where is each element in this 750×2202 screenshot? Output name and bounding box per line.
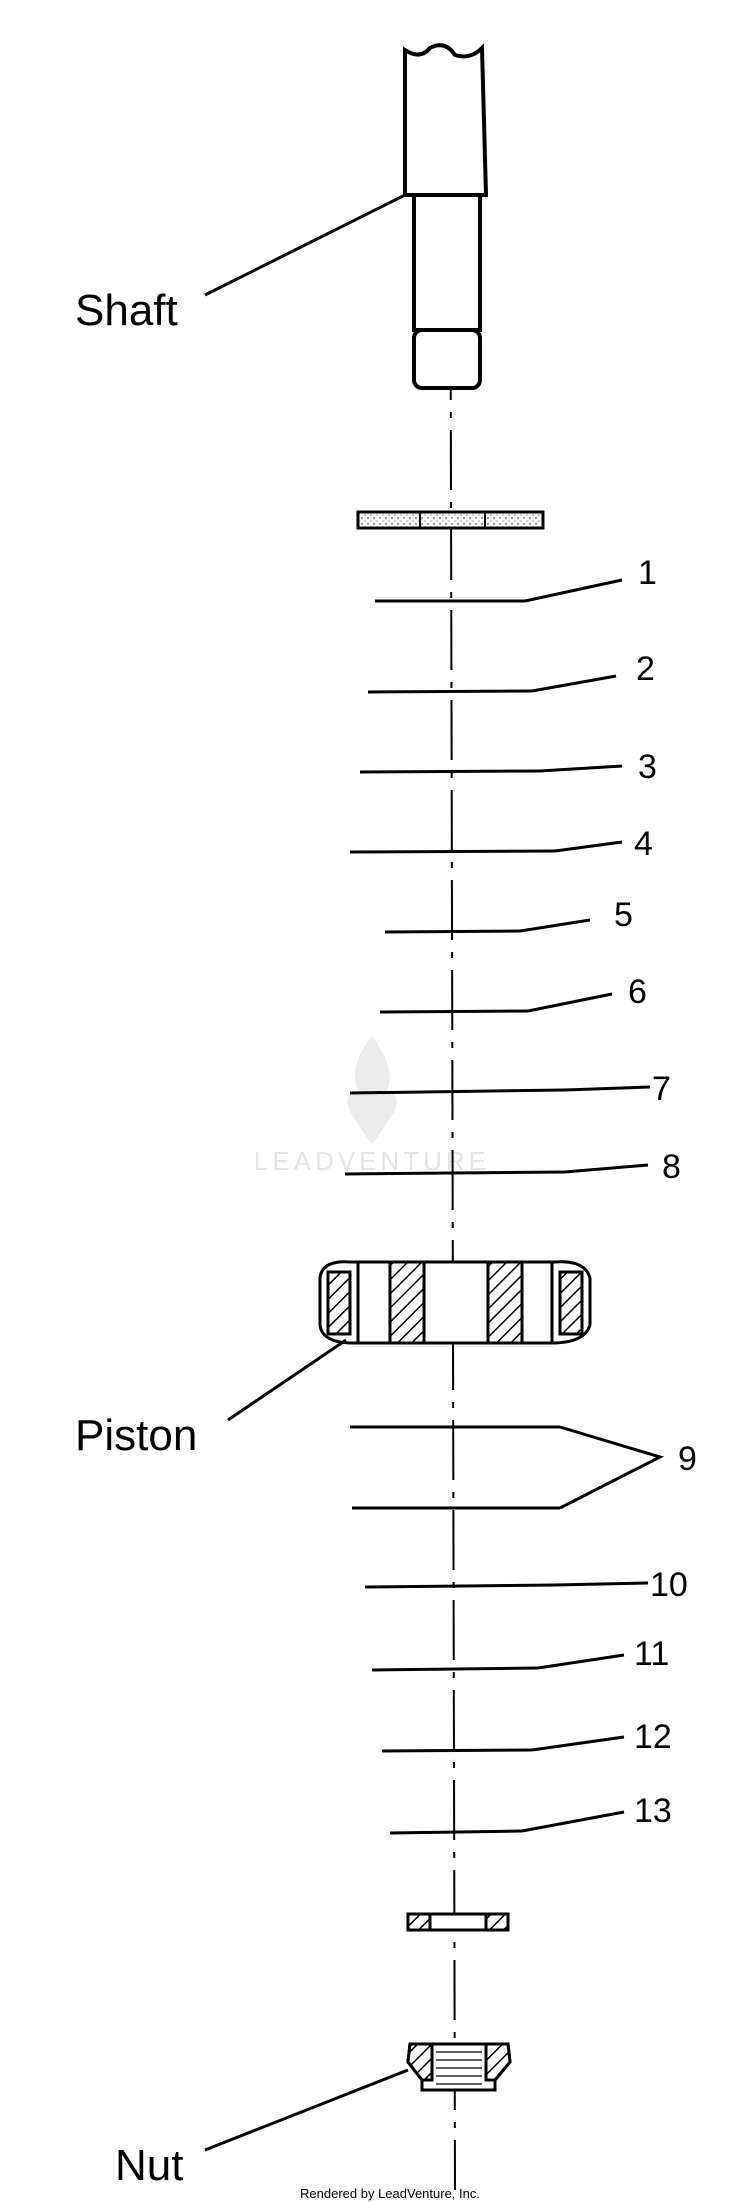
flame-logo-icon bbox=[347, 1035, 397, 1145]
shim-10 bbox=[364, 1583, 556, 1589]
shim-13 bbox=[389, 1829, 523, 1835]
bottom-washer bbox=[406, 1912, 510, 1932]
centerline bbox=[449, 69, 456, 2191]
shim-3 bbox=[359, 769, 541, 774]
callout-12: 12 bbox=[634, 1718, 672, 1756]
shim-2-leader bbox=[531, 674, 617, 693]
shim-8-leader bbox=[564, 1163, 649, 1174]
nut-leader bbox=[204, 2068, 409, 2152]
shim-9-leader bbox=[559, 1425, 665, 1510]
shaft-label: Shaft bbox=[75, 286, 178, 335]
shim-1-leader bbox=[524, 578, 623, 603]
nut-label: Nut bbox=[115, 2141, 183, 2190]
watermark: LEADVENTURE bbox=[254, 1035, 490, 1176]
shim-12-leader bbox=[531, 1735, 625, 1752]
callout-8: 8 bbox=[662, 1148, 681, 1186]
shim-11-leader bbox=[537, 1653, 625, 1670]
shim-10-leader bbox=[554, 1581, 649, 1587]
callout-7: 7 bbox=[652, 1070, 671, 1108]
shim-3-leader bbox=[539, 764, 623, 773]
callout-2: 2 bbox=[636, 650, 655, 688]
shim-5-leader bbox=[519, 918, 591, 933]
footer-credit: Rendered by LeadVenture, Inc. bbox=[300, 2186, 480, 2201]
shim-4-leader bbox=[554, 840, 623, 853]
callout-10: 10 bbox=[650, 1566, 688, 1604]
shim-11 bbox=[371, 1666, 539, 1672]
shim-13-leader bbox=[521, 1810, 625, 1833]
shim-4 bbox=[349, 849, 556, 854]
top-washer bbox=[356, 510, 545, 530]
shaft-part bbox=[403, 43, 489, 390]
piston-label: Piston bbox=[75, 1411, 197, 1460]
callout-1: 1 bbox=[638, 554, 657, 592]
shim-6-leader bbox=[527, 992, 613, 1013]
piston-leader bbox=[227, 1338, 347, 1422]
shaft-leader bbox=[204, 193, 406, 297]
nut-part bbox=[406, 2042, 512, 2092]
callout-3: 3 bbox=[638, 748, 657, 786]
shim-6 bbox=[379, 1009, 529, 1014]
shim-7-leader bbox=[564, 1085, 651, 1092]
callout-6: 6 bbox=[628, 973, 647, 1011]
shim-2 bbox=[367, 689, 533, 694]
shim-7 bbox=[349, 1088, 566, 1095]
callout-11: 11 bbox=[634, 1635, 669, 1673]
callout-4: 4 bbox=[634, 825, 653, 863]
shim-12 bbox=[381, 1748, 533, 1753]
shim-5 bbox=[384, 929, 521, 934]
watermark-text: LEADVENTURE bbox=[254, 1146, 490, 1176]
callout-9: 9 bbox=[678, 1440, 697, 1478]
shim-8 bbox=[344, 1170, 566, 1176]
piston-part bbox=[318, 1260, 592, 1345]
callout-5: 5 bbox=[614, 896, 633, 934]
callout-13: 13 bbox=[634, 1792, 672, 1830]
